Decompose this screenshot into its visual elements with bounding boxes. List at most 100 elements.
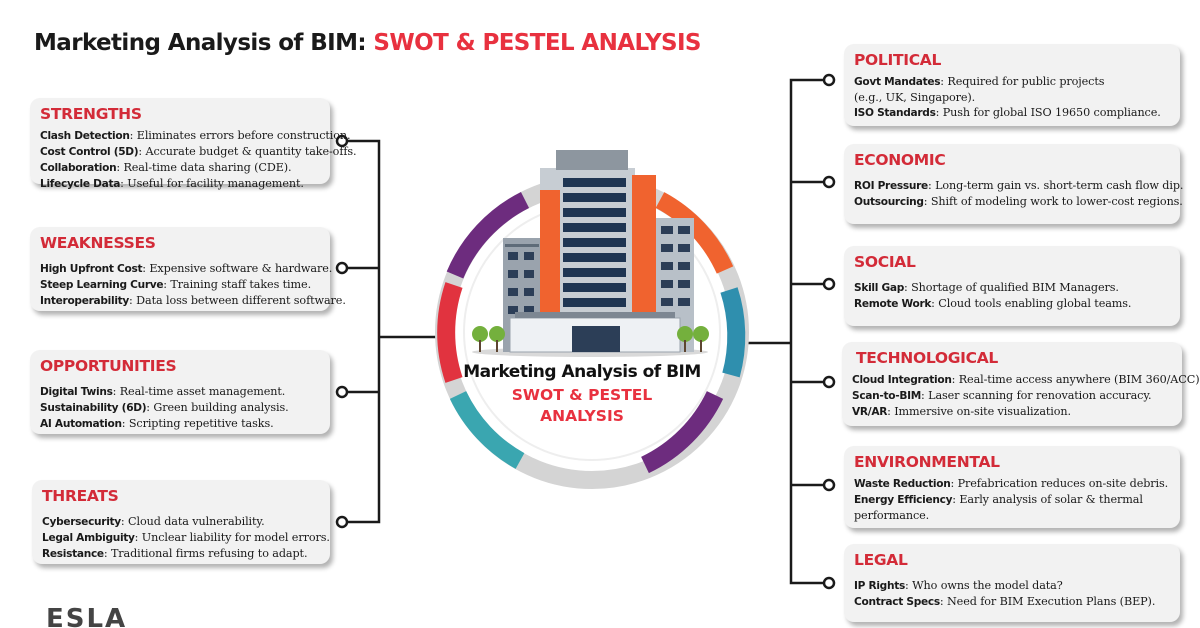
list-item: Outsourcing: Shift of modeling work to l… — [854, 194, 1183, 210]
list-item: Digital Twins: Real-time asset managemen… — [40, 384, 320, 400]
item-text: : Need for BIM Execution Plans (BEP). — [939, 595, 1156, 608]
item-text: : Training staff takes time. — [163, 278, 312, 291]
center-subtitle-2: ANALYSIS — [540, 407, 624, 425]
left-bracket — [342, 139, 448, 524]
item-text: : Green building analysis. — [146, 401, 289, 414]
item-text: : Eliminates errors before construction. — [129, 129, 351, 142]
item-text: : Prefabrication reduces on-site debris. — [950, 477, 1169, 490]
item-label: Waste Reduction — [854, 478, 951, 490]
item-text: : Required for public projects — [940, 75, 1105, 88]
item-label: Lifecycle Data — [40, 178, 121, 190]
list-item: AI Automation: Scripting repetitive task… — [40, 416, 320, 432]
list-item: Remote Work: Cloud tools enabling global… — [854, 296, 1170, 312]
item-text: : Early analysis of solar & thermal perf… — [854, 493, 1143, 522]
card-heading: TECHNOLOGICAL — [856, 349, 998, 367]
ring-arc-teal — [449, 390, 525, 469]
card-heading: ECONOMIC — [854, 151, 946, 169]
ring-arc-orange — [655, 192, 734, 274]
item-label: ROI Pressure — [854, 180, 928, 192]
item-label: Collaboration — [40, 162, 117, 174]
card-heading: STRENGTHS — [40, 105, 142, 123]
ring-arc-red — [437, 282, 463, 383]
item-label: IP Rights — [854, 580, 905, 592]
item-label: Cloud Integration — [852, 374, 952, 386]
item-label: Clash Detection — [40, 130, 130, 142]
card-weaknesses: WEAKNESSES High Upfront Cost: Expensive … — [30, 227, 346, 311]
item-text: : Expensive software & hardware. — [142, 262, 333, 275]
list-item: Govt Mandates: Required for public proje… — [854, 74, 1170, 90]
card-heading: THREATS — [42, 487, 119, 505]
item-label: Sustainability (6D) — [40, 402, 147, 414]
list-item: ISO Standards: Push for global ISO 19650… — [854, 105, 1170, 121]
list-item: Collaboration: Real-time data sharing (C… — [40, 160, 320, 176]
item-label: High Upfront Cost — [40, 263, 143, 275]
item-label: VR/AR — [852, 406, 888, 418]
item-label: ISO Standards — [854, 107, 936, 119]
building-illustration — [472, 150, 709, 357]
card-heading: WEAKNESSES — [40, 234, 156, 252]
item-text: : Unclear liability for model errors. — [134, 531, 330, 544]
list-item: Legal Ambiguity: Unclear liability for m… — [42, 530, 330, 546]
title-accent: SWOT & PESTEL ANALYSIS — [373, 30, 701, 56]
card-economic: ECONOMIC ROI Pressure: Long-term gain vs… — [844, 144, 1183, 224]
item-text: : Laser scanning for renovation accuracy… — [921, 389, 1152, 402]
right-connector-dots — [822, 73, 836, 590]
item-label: AI Automation — [40, 418, 122, 430]
item-label: Energy Efficiency — [854, 494, 953, 506]
item-text: : Shortage of qualified BIM Managers. — [903, 281, 1119, 294]
item-text: : Who owns the model data? — [904, 579, 1063, 592]
item-text: : Scripting repetitive tasks. — [121, 417, 274, 430]
card-heading: LEGAL — [854, 551, 908, 569]
list-item: Contract Specs: Need for BIM Execution P… — [854, 594, 1170, 610]
center-label: Marketing Analysis of BIM SWOT & PESTEL … — [452, 362, 712, 427]
item-text: (e.g., UK, Singapore). — [854, 91, 976, 104]
card-heading: SOCIAL — [854, 253, 916, 271]
item-text: : Cloud tools enabling global teams. — [931, 297, 1132, 310]
card-heading: ENVIRONMENTAL — [854, 453, 1000, 471]
item-label: Cost Control (5D) — [40, 146, 139, 158]
card-legal: LEGAL IP Rights: Who owns the model data… — [844, 544, 1180, 622]
card-technological: TECHNOLOGICAL Cloud Integration: Real-ti… — [842, 342, 1200, 426]
list-item: Cost Control (5D): Accurate budget & qua… — [40, 144, 357, 160]
list-item: High Upfront Cost: Expensive software & … — [40, 261, 332, 277]
left-connector-dots — [335, 134, 349, 529]
item-text: : Shift of modeling work to lower-cost r… — [923, 195, 1183, 208]
card-threats: THREATS Cybersecurity: Cloud data vulner… — [32, 480, 330, 564]
item-label: Steep Learning Curve — [40, 279, 164, 291]
list-item: ROI Pressure: Long-term gain vs. short-t… — [854, 178, 1183, 194]
card-social: SOCIAL Skill Gap: Shortage of qualified … — [844, 246, 1180, 326]
item-text: : Real-time data sharing (CDE). — [116, 161, 292, 174]
item-text: : Accurate budget & quantity take-offs. — [138, 145, 357, 158]
ring-arc-purple — [446, 191, 530, 279]
item-text: : Cloud data vulnerability. — [120, 515, 265, 528]
item-label: Legal Ambiguity — [42, 532, 135, 544]
card-strengths: STRENGTHS Clash Detection: Eliminates er… — [30, 98, 357, 190]
list-item: Energy Efficiency: Early analysis of sol… — [854, 492, 1154, 523]
list-item: Lifecycle Data: Useful for facility mana… — [40, 176, 320, 192]
title-primary: Marketing Analysis of BIM: — [34, 30, 374, 56]
right-bracket — [736, 78, 829, 585]
card-opportunities: OPPORTUNITIES Digital Twins: Real-time a… — [30, 350, 330, 434]
item-label: Govt Mandates — [854, 76, 941, 88]
list-item: Resistance: Traditional firms refusing t… — [42, 546, 320, 562]
item-label: Remote Work — [854, 298, 932, 310]
item-label: Contract Specs — [854, 596, 940, 608]
item-label: Resistance — [42, 548, 104, 560]
brand-logo: ESLA — [46, 604, 128, 628]
item-label: Skill Gap — [854, 282, 904, 294]
card-environmental: ENVIRONMENTAL Waste Reduction: Prefabric… — [844, 446, 1180, 528]
list-item: (e.g., UK, Singapore). — [854, 90, 1170, 105]
item-text: : Traditional firms refusing to adapt. — [103, 547, 308, 560]
item-text: : Long-term gain vs. short-term cash flo… — [927, 179, 1184, 192]
list-item: Cybersecurity: Cloud data vulnerability. — [42, 514, 320, 530]
list-item: VR/AR: Immersive on-site visualization. — [852, 404, 1172, 420]
card-political: POLITICAL Govt Mandates: Required for pu… — [844, 44, 1180, 126]
item-label: Cybersecurity — [42, 516, 121, 528]
item-label: Interoperability — [40, 295, 130, 307]
list-item: Cloud Integration: Real-time access anyw… — [852, 372, 1200, 388]
center-title: Marketing Analysis of BIM — [463, 362, 701, 382]
item-label: Scan-to-BIM — [852, 390, 921, 402]
list-item: IP Rights: Who owns the model data? — [854, 578, 1170, 594]
list-item: Waste Reduction: Prefabrication reduces … — [854, 476, 1170, 492]
